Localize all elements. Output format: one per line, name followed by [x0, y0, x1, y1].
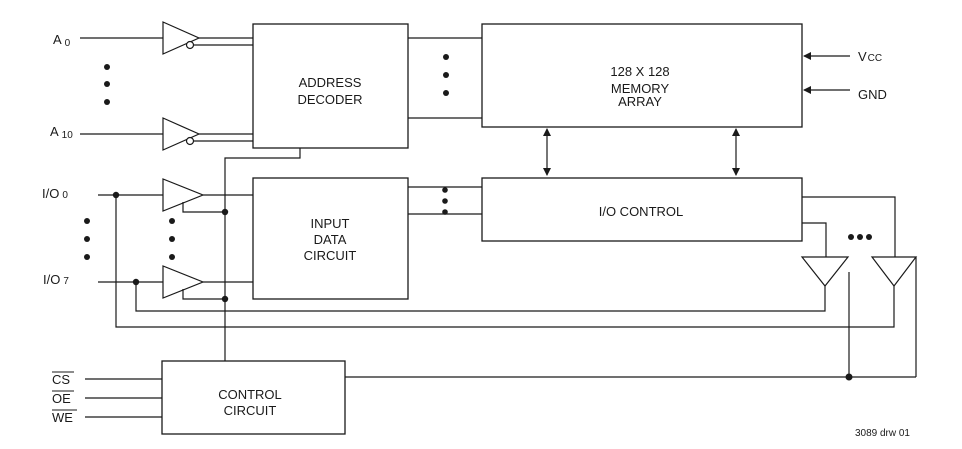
io0-feedback-loop [115, 195, 895, 328]
svg-text:I/O0: I/O0 [42, 186, 68, 201]
control-circuit-block [161, 360, 346, 435]
io-control-output-wire-upper [802, 196, 896, 257]
svg-text:I/O7: I/O7 [43, 272, 69, 287]
memory-array-label-line2: MEMORY [611, 81, 670, 96]
input-data-circuit-block [252, 177, 409, 300]
io-control-output-wire-lower [802, 222, 827, 257]
drawing-number: 3089 drw 01 [855, 428, 910, 439]
input-data-label-line1: INPUT [311, 216, 350, 231]
address-decoder-label-line1: ADDRESS [299, 75, 362, 90]
oe-pin-label: OE [52, 391, 71, 406]
svg-text:A10: A10 [50, 124, 73, 141]
control-to-decoder-line [224, 148, 301, 212]
svg-text:A0: A0 [53, 32, 71, 49]
memory-array-label-line3: ARRAY [618, 94, 662, 109]
a0-inverter-bubble [185, 40, 195, 50]
control-circuit-label-line1: CONTROL [218, 387, 282, 402]
io-buffer-ellipsis [169, 218, 175, 260]
a10-input-buffer [162, 117, 201, 151]
io-control-block [481, 177, 803, 242]
memory-array-label-line1: 128 X 128 [610, 64, 669, 79]
a10-inverter-bubble [185, 136, 195, 146]
io0-output-buffer [800, 256, 850, 287]
decoder-array-bus-ellipsis [443, 54, 449, 96]
io7-output-buffer [870, 256, 918, 287]
address-decoder-label-line2: DECODER [297, 92, 362, 107]
a0-input-buffer [162, 21, 201, 55]
output-buffer-ellipsis [848, 234, 872, 240]
io7-buffer-enable-wire [182, 289, 225, 300]
address-pin-ellipsis [104, 64, 110, 105]
io-pin-ellipsis [84, 218, 90, 260]
control-circuit-label-line2: CIRCUIT [224, 403, 277, 418]
io7-feedback-loop [135, 282, 826, 312]
input-data-label-line2: DATA [314, 232, 347, 247]
io-control-label: I/O CONTROL [599, 204, 684, 219]
vcc-pin-label: VCC [858, 49, 882, 64]
we-pin-label: WE [52, 410, 73, 425]
gnd-pin-label: GND [858, 87, 887, 102]
input-data-label-line3: CIRCUIT [304, 248, 357, 263]
input-io-bus-ellipsis [442, 187, 448, 215]
svg-text:VCC: VCC [858, 49, 882, 64]
memory-array-block [481, 23, 803, 128]
io0-buffer-enable-wire [182, 202, 225, 213]
cs-pin-label: CS [52, 372, 70, 387]
address-decoder-block [252, 23, 409, 149]
